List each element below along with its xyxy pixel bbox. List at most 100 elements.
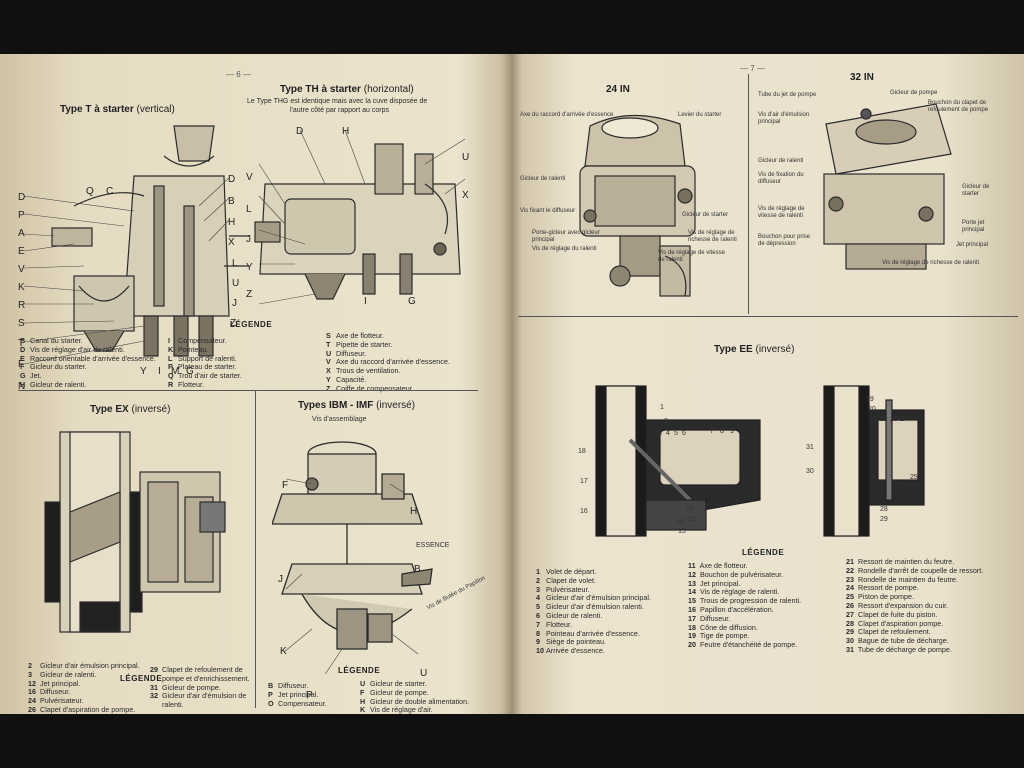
- legend-key: 26: [28, 704, 36, 714]
- legend-key: V: [326, 357, 331, 367]
- legend-key: G: [20, 371, 26, 381]
- type-ex-title: Type EX: [90, 404, 129, 415]
- ee-legend-col-3: 21 Ressort de maintien du feutre. 22 Ron…: [846, 557, 983, 655]
- legend-row: 24 Pulvérisateur.: [28, 696, 140, 706]
- legend-key: 2: [28, 661, 32, 670]
- legend-key: 4: [536, 593, 540, 603]
- th-label-u: U: [462, 152, 470, 163]
- ibm-label-h: H: [410, 506, 418, 517]
- ee-num-23: 23: [890, 416, 898, 423]
- ibm-label-j: J: [278, 574, 283, 585]
- legend-key: 24: [846, 583, 854, 593]
- legend-key: L: [168, 353, 173, 363]
- legend-key: P: [268, 689, 273, 699]
- legend-key: K: [168, 344, 174, 354]
- legend-key: I: [168, 336, 170, 345]
- legend-row: 23 Rondelle de maintien du feutre.: [846, 575, 983, 585]
- legend-value: Jet principal.: [700, 578, 741, 588]
- type-32in-title: 32 IN: [850, 72, 874, 83]
- right-page: — 7 — 24 IN Axe du raccord d'arrivée d'e…: [510, 54, 1024, 714]
- ee-num-14: 14: [676, 518, 684, 525]
- legend-value: Coiffe de compensateur.: [336, 383, 414, 393]
- legend-key: Q: [168, 371, 174, 381]
- ee-num-22: 22: [880, 416, 888, 423]
- ee-num-19: 19: [866, 396, 874, 403]
- legend-key: 20: [688, 640, 696, 650]
- t-label-u: U: [232, 278, 240, 289]
- ee-num-3: 3: [658, 430, 662, 437]
- legend-value: Gicleur de pompe.: [162, 682, 221, 692]
- ee-num-13: 13: [688, 516, 696, 523]
- legend-value: Trous de progression de ralenti.: [699, 596, 802, 606]
- type-ibm-diagram: [272, 441, 433, 674]
- t-label-y: Y: [140, 366, 147, 377]
- legend-key: S: [326, 331, 331, 340]
- ee-num-27: 27: [910, 494, 918, 501]
- ee-num-11: 11: [738, 474, 746, 481]
- legend-value: Jet principal.: [40, 678, 81, 688]
- legend-key: D: [20, 344, 26, 354]
- legend-value: Raccord orientable d'arrivée d'essence.: [30, 353, 156, 363]
- callout-32in-r0: Gicleur de pompe: [890, 90, 938, 96]
- legend-key: 6: [536, 610, 540, 620]
- legend-row: 24 Ressort de pompe.: [846, 583, 983, 593]
- legend-value: Pointeau d'arrivée d'essence.: [546, 628, 640, 638]
- type-32in-diagram: [823, 103, 952, 270]
- legend-row: 15 Trous de progression de ralenti.: [688, 596, 802, 606]
- ibm-label-k: K: [280, 646, 287, 657]
- legend-key: 16: [28, 687, 36, 697]
- t-label-v: V: [18, 264, 25, 275]
- column-divider: [255, 390, 256, 708]
- legend-value: Ressort d'expansion du cuir.: [858, 600, 949, 610]
- legend-value: Gicleur d'air d'émulsion de: [162, 691, 247, 701]
- legend-key: 21: [846, 557, 854, 566]
- callout-24in-r1: Gicleur de starter: [682, 212, 729, 218]
- legend-key: 13: [688, 578, 696, 588]
- legend-row: 26 Clapet d'aspiration de pompe.: [28, 704, 140, 715]
- type-24in-title: 24 IN: [606, 84, 630, 95]
- ex-legend-col-1: 2 Gicleur d'air émulsion principal. 3 Gi…: [28, 661, 140, 715]
- type-ibm-mode: (inversé): [376, 400, 416, 411]
- legend-value: Clapet de refoulement de: [162, 665, 243, 674]
- legend-row: 18 Cône de diffusion.: [688, 623, 801, 633]
- ee-num-4: 4: [666, 430, 670, 437]
- th-label-i: I: [364, 296, 367, 307]
- th-label-y: Y: [246, 262, 253, 273]
- legend-row: 22 Rondelle d'arrêt de coupelle de resso…: [846, 566, 983, 576]
- legend-key: 12: [28, 678, 36, 688]
- legend-value: Jet principal.: [278, 689, 319, 699]
- legend-key: Y: [326, 374, 331, 384]
- legend-value: Gicleur de pompe.: [370, 687, 429, 697]
- legend-value: Bague de tube de décharge.: [858, 636, 949, 646]
- legend-key: 30: [846, 636, 854, 646]
- ee-num-16: 16: [580, 508, 588, 515]
- legend-value: Siège de pointeau.: [546, 637, 606, 647]
- type-ee-title: Type EE: [714, 344, 753, 355]
- legend-key: H: [20, 379, 26, 389]
- legend-key: 31: [150, 682, 158, 692]
- type-t-diagram: [23, 125, 249, 365]
- legend-key: 3: [536, 584, 540, 594]
- legend-row: 3 Gicleur de ralenti.: [28, 670, 140, 680]
- ee-num-20: 20: [868, 406, 876, 413]
- legend-row: pompe et d'enrichissement.: [150, 674, 250, 684]
- ee-num-25: 25: [910, 474, 918, 481]
- legend-value: Clapet de fuite du piston.: [858, 609, 938, 619]
- legend-value: Gicleur de ralenti.: [546, 610, 603, 620]
- ee-num-30: 30: [806, 468, 814, 475]
